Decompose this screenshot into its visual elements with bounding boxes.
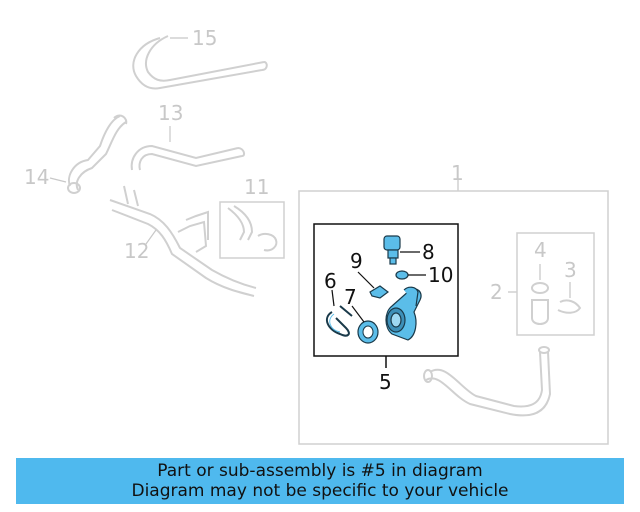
callout-2: 2 bbox=[490, 280, 503, 304]
pipe-part-12 bbox=[109, 185, 257, 297]
housing-part-5 bbox=[385, 286, 422, 341]
callout-3: 3 bbox=[564, 258, 577, 282]
banner-line-1: Part or sub-assembly is #5 in diagram bbox=[157, 461, 483, 481]
info-banner: Part or sub-assembly is #5 in diagram Di… bbox=[16, 458, 624, 504]
callout-6: 6 bbox=[324, 269, 337, 293]
callout-14: 14 bbox=[24, 165, 49, 189]
hose-part-14 bbox=[67, 114, 128, 194]
sub-assembly-box-11 bbox=[219, 201, 285, 259]
hose-part-13 bbox=[130, 144, 246, 171]
sensor-part-8 bbox=[383, 235, 401, 265]
banner-line-2: Diagram may not be specific to your vehi… bbox=[131, 481, 509, 501]
oring-part-10 bbox=[395, 270, 409, 280]
callout-15: 15 bbox=[192, 26, 217, 50]
hose-part-15 bbox=[132, 35, 268, 90]
callout-9: 9 bbox=[350, 249, 363, 273]
callout-10: 10 bbox=[428, 263, 453, 287]
callout-5: 5 bbox=[379, 370, 392, 394]
callout-7: 7 bbox=[344, 285, 357, 309]
callout-8: 8 bbox=[422, 240, 435, 264]
callout-4: 4 bbox=[534, 238, 547, 262]
callout-1: 1 bbox=[451, 161, 464, 185]
sub-assembly-box-2 bbox=[508, 232, 595, 336]
clip-part-9 bbox=[369, 285, 389, 299]
callout-12: 12 bbox=[124, 239, 149, 263]
wire-clip-part-6 bbox=[325, 305, 353, 337]
hose-lower-part-1 bbox=[423, 346, 552, 417]
callout-11: 11 bbox=[244, 175, 269, 199]
callout-13: 13 bbox=[158, 101, 183, 125]
assembly-box-1 bbox=[298, 190, 609, 445]
